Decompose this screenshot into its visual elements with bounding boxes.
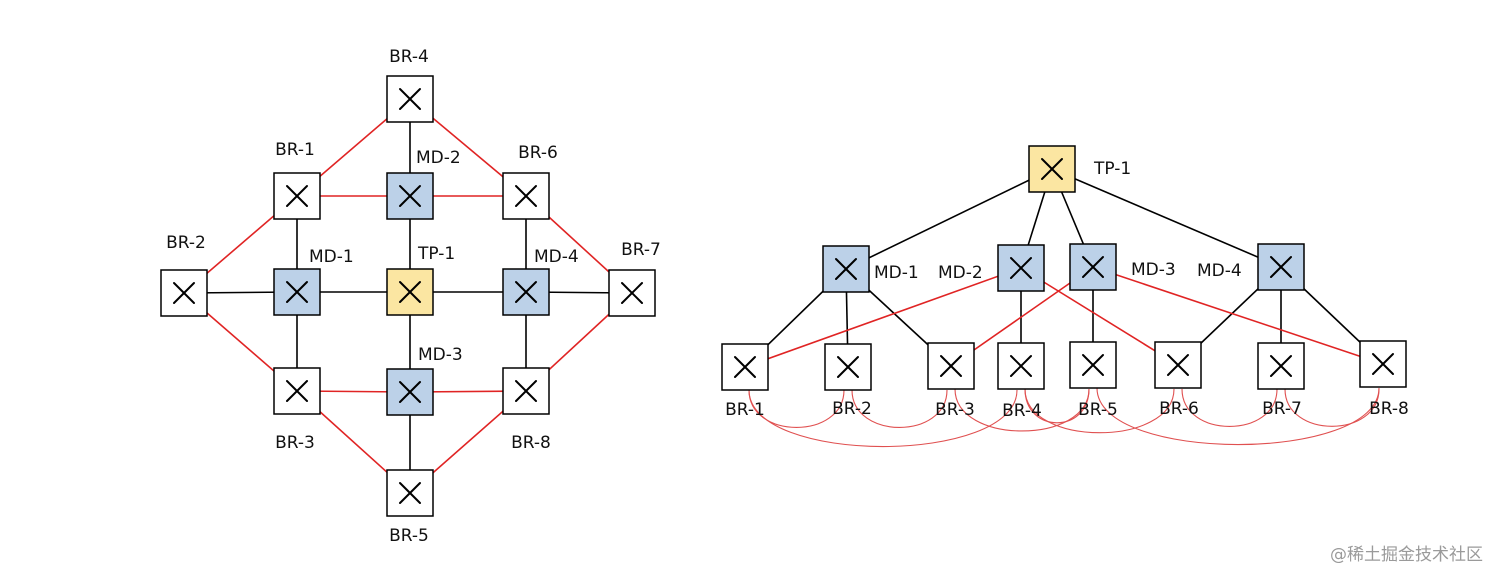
mesh-label-br-2: BR-2	[166, 233, 206, 253]
tree-label-br-3: BR-3	[935, 400, 975, 420]
tree-label-br-4: BR-4	[1002, 401, 1042, 421]
mesh-node-br-7	[608, 269, 656, 317]
mesh-node-br-2	[160, 269, 208, 317]
mesh-label-br-6: BR-6	[518, 143, 558, 163]
crossbar-switch-icon	[1270, 355, 1292, 377]
tree-arc-br-6-br-7	[1181, 388, 1278, 427]
mesh-label-br-4: BR-4	[389, 47, 429, 67]
crossbar-switch-icon	[837, 356, 859, 378]
tree-node-br-4	[997, 342, 1045, 390]
tree-label-tp-1: TP-1	[1093, 159, 1131, 179]
crossbar-switch-icon	[1041, 158, 1063, 180]
mesh-node-br-6	[502, 172, 550, 220]
mesh-label-br-3: BR-3	[275, 433, 315, 453]
mesh-node-br-3	[273, 367, 321, 415]
tree-label-br-8: BR-8	[1369, 399, 1409, 419]
tree-arc-br-3-br-5	[954, 388, 1090, 432]
mesh-node-md-1	[273, 268, 321, 316]
mesh-node-br-5	[386, 469, 434, 517]
tree-link-tp-1-md-1	[845, 168, 1053, 270]
tree-topology-diagram: TP-1MD-1 MD-2 MD-3 MD-4BR-1 BR-2 BR-3 BR-4 BR-5…	[721, 145, 1409, 447]
watermark-text: @稀土掘金技术社区	[1330, 545, 1483, 565]
crossbar-switch-icon	[835, 258, 857, 280]
tree-label-md-3: MD-3	[1131, 260, 1176, 280]
tree-node-br-6	[1154, 341, 1202, 389]
crossbar-switch-icon	[286, 380, 308, 402]
crossbar-switch-icon	[1372, 353, 1394, 375]
mesh-label-md-4: MD-4	[534, 247, 579, 267]
tree-label-br-6: BR-6	[1159, 399, 1199, 419]
crossbar-switch-icon	[1010, 257, 1032, 279]
tree-label-br-7: BR-7	[1262, 399, 1302, 419]
tree-label-br-5: BR-5	[1078, 400, 1118, 420]
tree-label-md-1: MD-1	[874, 263, 919, 283]
tree-node-br-2	[824, 343, 872, 391]
crossbar-switch-icon	[734, 356, 756, 378]
mesh-node-br-4	[386, 75, 434, 123]
tree-node-br-7	[1257, 342, 1305, 390]
tree-link-md-2-br-1	[744, 267, 1022, 368]
tree-arc-br-2-br-3	[851, 389, 948, 428]
tree-labels: TP-1MD-1 MD-2 MD-3 MD-4BR-1 BR-2 BR-3 BR-4 BR-5…	[725, 159, 1409, 421]
tree-label-br-1: BR-1	[725, 400, 765, 420]
crossbar-switch-icon	[399, 381, 421, 403]
crossbar-switch-icon	[621, 282, 643, 304]
mesh-label-tp-1: TP-1	[417, 244, 455, 264]
crossbar-switch-icon	[286, 185, 308, 207]
crossbar-switch-icon	[1010, 355, 1032, 377]
mesh-label-br-5: BR-5	[389, 526, 429, 546]
tree-link-md-3-br-8	[1092, 266, 1384, 365]
tree-link-md-2-br-6	[1020, 267, 1179, 366]
crossbar-switch-icon	[1167, 354, 1189, 376]
mesh-labels: BR-4BR-1 MD-2 BR-6BR-2MD-1 TP-1 MD-4 BR-7BR-3…	[166, 47, 661, 546]
mesh-node-md-4	[502, 268, 550, 316]
tree-node-br-5	[1069, 341, 1117, 389]
tree-br-arcs	[748, 387, 1380, 447]
crossbar-switch-icon	[940, 355, 962, 377]
mesh-label-md-2: MD-2	[416, 148, 461, 168]
crossbar-switch-icon	[515, 281, 537, 303]
tree-arc-br-4-br-6	[1024, 388, 1175, 434]
tree-label-md-2: MD-2	[938, 263, 983, 283]
mesh-node-md-2	[386, 172, 434, 220]
tree-node-md-4	[1257, 243, 1305, 291]
crossbar-switch-icon	[1082, 256, 1104, 278]
crossbar-switch-icon	[399, 185, 421, 207]
crossbar-switch-icon	[173, 282, 195, 304]
crossbar-switch-icon	[1270, 256, 1292, 278]
tree-node-md-2	[997, 244, 1045, 292]
tree-node-md-3	[1069, 243, 1117, 291]
mesh-nodes	[160, 75, 656, 517]
tree-link-tp-1-md-4	[1051, 168, 1282, 268]
mesh-node-tp-1	[386, 268, 434, 316]
crossbar-switch-icon	[515, 380, 537, 402]
crossbar-switch-icon	[286, 281, 308, 303]
mesh-label-br-7: BR-7	[621, 240, 661, 260]
tree-label-br-2: BR-2	[832, 399, 872, 419]
mesh-label-md-3: MD-3	[418, 345, 463, 365]
tree-node-br-1	[721, 343, 769, 391]
tree-node-br-3	[927, 342, 975, 390]
crossbar-switch-icon	[399, 482, 421, 504]
tree-nodes	[721, 145, 1407, 391]
tree-node-tp-1	[1028, 145, 1076, 193]
mesh-label-br-1: BR-1	[275, 140, 315, 160]
tree-label-md-4: MD-4	[1197, 261, 1242, 281]
crossbar-switch-icon	[1082, 354, 1104, 376]
tree-node-md-1	[822, 245, 870, 293]
mesh-node-br-1	[273, 172, 321, 220]
crossbar-switch-icon	[399, 88, 421, 110]
mesh-topology-diagram: BR-4BR-1 MD-2 BR-6BR-2MD-1 TP-1 MD-4 BR-7BR-3…	[160, 47, 661, 546]
tree-node-br-8	[1359, 340, 1407, 388]
crossbar-switch-icon	[399, 281, 421, 303]
crossbar-switch-icon	[515, 185, 537, 207]
mesh-node-md-3	[386, 368, 434, 416]
tree-arc-br-1-br-4	[748, 389, 1018, 447]
mesh-label-br-8: BR-8	[511, 433, 551, 453]
tree-arc-br-7-br-8	[1284, 388, 1380, 427]
tree-arc-br-5-br-8	[1096, 387, 1380, 445]
mesh-label-md-1: MD-1	[309, 247, 354, 267]
mesh-node-br-8	[502, 367, 550, 415]
